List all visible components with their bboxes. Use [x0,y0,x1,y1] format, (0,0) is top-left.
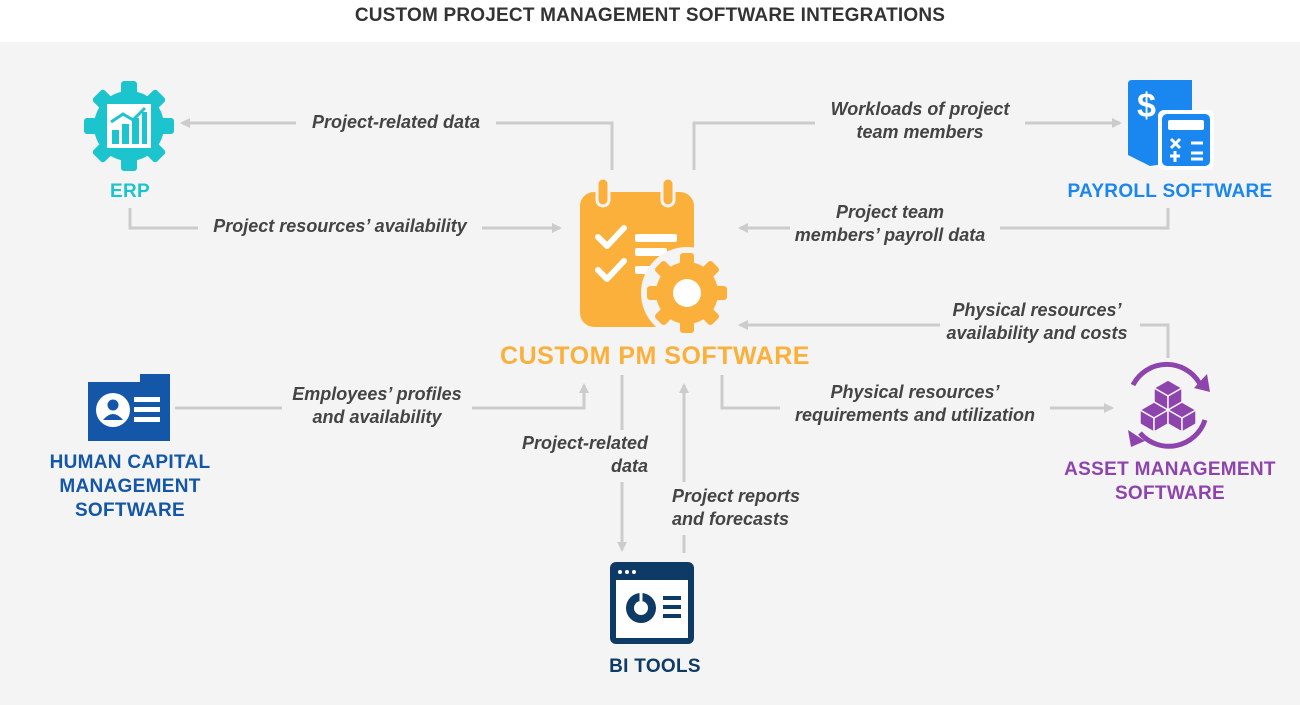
connector-center-to-payroll [692,123,1120,170]
gear-chart-icon [84,81,174,171]
flow-erp-to-center: Project resources’ availability [213,216,467,236]
connector-hcm-to-center [175,385,584,410]
connector-center-to-asset [720,375,1112,408]
cubes-cycle-icon [1128,361,1210,449]
calendar-checklist-gear-icon [580,176,733,339]
id-card-icon [88,374,170,441]
flow-center-to-asset: Physical resources’ requirements and uti… [794,382,1036,425]
flow-bi-to-center: Project reports and forecasts [672,486,801,529]
connector-payroll-to-center [740,208,1170,228]
asset-label: ASSET MANAGEMENT SOFTWARE [1064,459,1276,504]
hcm-label: HUMAN CAPITAL MANAGEMENT SOFTWARE [49,452,211,521]
connector-erp-to-center [128,208,560,228]
flow-payroll-to-center: Project team members’ payroll data [794,202,986,245]
flow-asset-to-center: Physical resources’ availability and cos… [946,300,1128,343]
dashboard-window-icon [610,562,694,644]
bi-label: BI TOOLS [609,656,701,677]
connector-asset-to-center [740,325,1170,358]
flow-hcm-to-center: Employees’ profiles and availability [292,384,462,427]
flow-center-to-payroll: Workloads of project team members [830,99,1010,142]
payroll-label: PAYROLL SOFTWARE [1067,181,1273,202]
flow-center-to-erp: Project-related data [311,112,481,132]
flow-center-to-bi: Project-related data [521,433,648,476]
connector-center-to-erp [182,123,614,170]
page-title: CUSTOM PROJECT MANAGEMENT SOFTWARE INTEG… [0,0,1300,42]
center-label: CUSTOM PM SOFTWARE [500,342,810,370]
erp-label: ERP [110,181,150,202]
invoice-calculator-icon: $ [1128,80,1214,170]
svg-text:$: $ [1137,87,1156,125]
